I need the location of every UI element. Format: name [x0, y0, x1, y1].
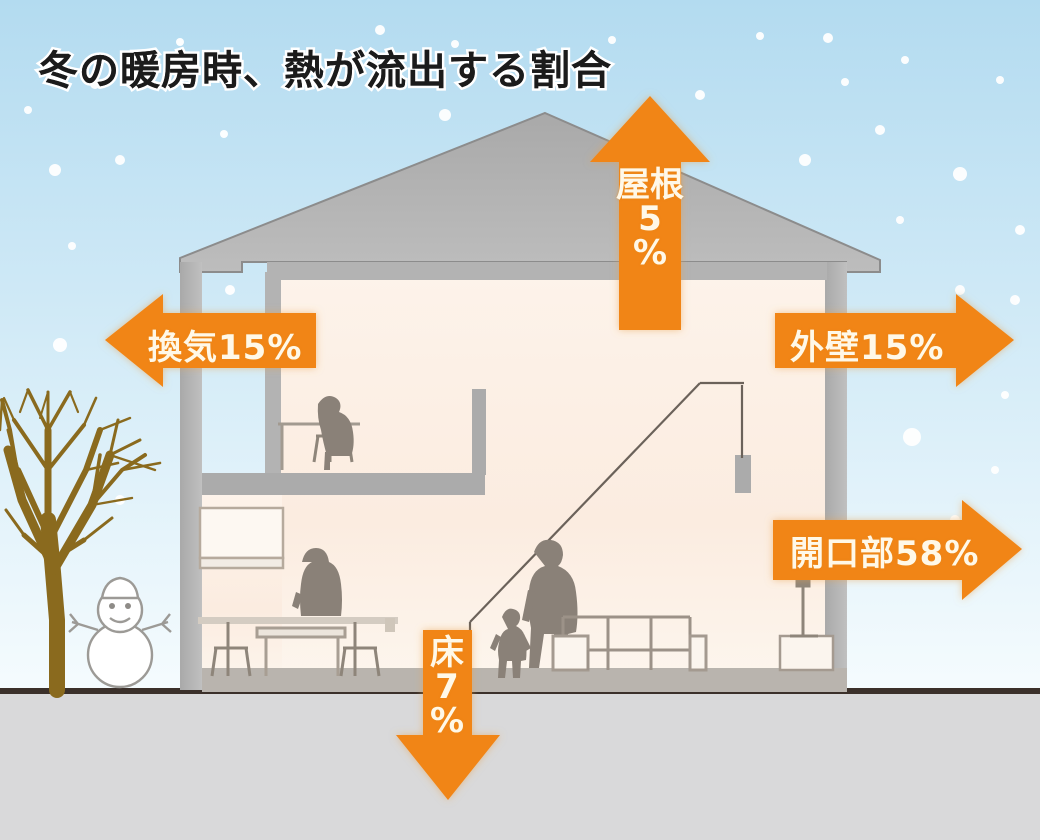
page-title: 冬の暖房時、熱が流出する割合 — [38, 48, 612, 94]
dining-table — [255, 626, 347, 676]
kitchen-upper-cabinet — [198, 506, 285, 570]
snowman-eye-right — [125, 603, 131, 609]
arrow-label-floor: 床 7 % — [420, 636, 474, 738]
arrow-label-floor-line2: 7 — [435, 667, 459, 707]
arrow-exterior-wall — [775, 294, 1014, 387]
arrow-floor — [396, 630, 500, 800]
arrow-label-roof: 屋根 5 % — [616, 168, 684, 270]
left-wall-outer-lower — [180, 473, 202, 690]
left-inner-wall — [265, 272, 281, 476]
snowman-arm-right — [141, 613, 172, 633]
arrow-label-roof-line2: 5 — [638, 199, 662, 239]
arrow-label-exterior-wall: 外壁15% — [790, 328, 945, 368]
kitchen-counter — [198, 617, 398, 632]
snowman-hat — [100, 576, 140, 600]
page-title-outline: 冬の暖房時、熱が流出する割合 — [36, 46, 614, 97]
arrow-label-floor-line3: % — [429, 701, 465, 741]
snowman-arm-left — [68, 613, 99, 633]
second-floor-right-wall — [735, 455, 751, 493]
arrow-label-ventilation: 換気15% — [148, 328, 303, 368]
arrow-label-floor-line1: 床 — [430, 633, 464, 673]
arrow-openings — [773, 500, 1022, 600]
mid-floor-slab — [202, 473, 485, 495]
arrow-roof — [590, 96, 710, 330]
dining-chairs — [210, 622, 381, 677]
second-floor-ceiling — [267, 262, 827, 280]
arrow-label-roof-line1: 屋根 — [616, 165, 684, 205]
second-floor-partition — [472, 389, 486, 475]
arrow-label-openings: 開口部58% — [790, 534, 980, 574]
person-at-desk — [317, 396, 354, 470]
tv-cabinet — [778, 634, 835, 672]
snowflakes-group — [24, 25, 1025, 525]
second-floor-room — [278, 396, 360, 470]
ground-floor-slab — [202, 668, 847, 692]
right-exterior-wall — [825, 262, 847, 690]
arrow-label-roof-line3: % — [632, 233, 668, 273]
child-standing — [490, 608, 531, 678]
person-at-counter — [292, 548, 342, 616]
bare-winter-tree — [0, 388, 162, 698]
snowman-mouth — [109, 617, 131, 624]
arrow-ventilation — [105, 294, 316, 387]
snowman-eye-left — [109, 603, 115, 609]
ground — [0, 693, 1040, 840]
sofa — [551, 615, 708, 672]
snowman — [68, 576, 172, 689]
